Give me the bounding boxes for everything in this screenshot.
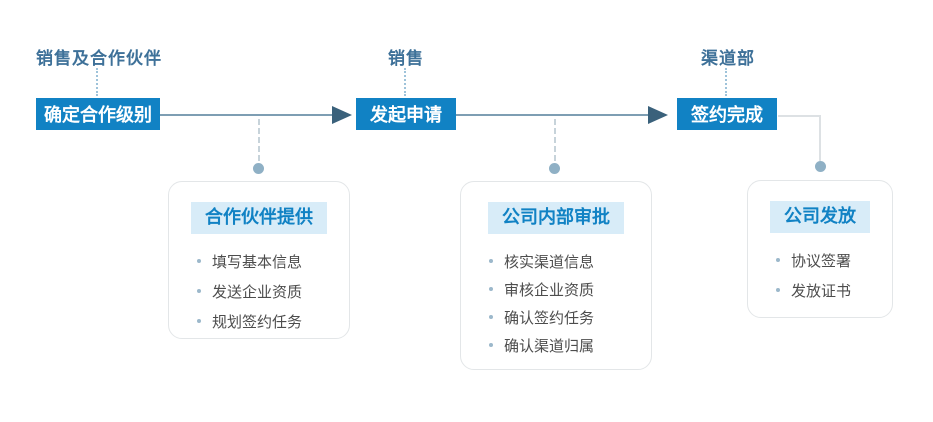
elbow-connector-vertical xyxy=(819,115,821,161)
flow-arrow-line xyxy=(456,114,648,116)
card-bullet-text: 核实渠道信息 xyxy=(504,252,595,271)
card-bullet-item: 发放证书 xyxy=(776,280,851,300)
card-bullet-item: 确认渠道归属 xyxy=(489,335,594,355)
bullet-dot-icon xyxy=(197,259,201,263)
card-title: 公司发放 xyxy=(770,201,870,233)
card-bullet-list: 协议签署 发放证书 xyxy=(776,250,851,310)
bullet-dot-icon xyxy=(197,289,201,293)
card-bullet-text: 发放证书 xyxy=(791,281,852,300)
detail-card-internal-approval: 公司内部审批 核实渠道信息 审核企业资质 确认签约任务 确认渠道归属 xyxy=(460,181,652,370)
connector-dot-icon xyxy=(549,163,560,174)
bullet-dot-icon xyxy=(776,258,780,262)
card-bullet-list: 填写基本信息 发送企业资质 规划签约任务 xyxy=(197,251,302,341)
bullet-dot-icon xyxy=(489,343,493,347)
bullet-dot-icon xyxy=(776,288,780,292)
elbow-connector-horizontal xyxy=(778,115,821,117)
card-bullet-item: 确认签约任务 xyxy=(489,307,594,327)
card-bullet-text: 确认签约任务 xyxy=(504,308,595,327)
actor-label-sales: 销售 xyxy=(388,49,424,69)
step-box-signing-complete: 签约完成 xyxy=(677,98,777,130)
step-box-determine-cooperation-level: 确定合作级别 xyxy=(36,98,160,130)
card-bullet-item: 发送企业资质 xyxy=(197,281,302,301)
card-dashed-connector xyxy=(554,119,556,161)
actor-label-sales-and-partner: 销售及合作伙伴 xyxy=(36,49,162,69)
detail-card-company-issues: 公司发放 协议签署 发放证书 xyxy=(747,180,893,318)
card-dashed-connector xyxy=(258,119,260,161)
card-bullet-text: 协议签署 xyxy=(791,251,852,270)
card-bullet-text: 填写基本信息 xyxy=(212,252,303,271)
flow-arrow-line xyxy=(160,114,332,116)
connector-dot-icon xyxy=(253,163,264,174)
card-bullet-item: 核实渠道信息 xyxy=(489,251,594,271)
card-bullet-item: 协议签署 xyxy=(776,250,851,270)
card-title: 公司内部审批 xyxy=(488,202,624,234)
step-box-initiate-application: 发起申请 xyxy=(356,98,456,130)
actor-step-dotted-connector xyxy=(96,68,98,96)
card-bullet-item: 审核企业资质 xyxy=(489,279,594,299)
card-bullet-item: 填写基本信息 xyxy=(197,251,302,271)
card-bullet-text: 规划签约任务 xyxy=(212,312,303,331)
bullet-dot-icon xyxy=(489,259,493,263)
actor-step-dotted-connector xyxy=(725,68,727,96)
card-bullet-text: 发送企业资质 xyxy=(212,282,303,301)
card-title: 合作伙伴提供 xyxy=(191,202,327,234)
actor-label-channel-dept: 渠道部 xyxy=(701,49,755,69)
arrow-head-icon xyxy=(648,106,668,124)
detail-card-partner-provides: 合作伙伴提供 填写基本信息 发送企业资质 规划签约任务 xyxy=(168,181,350,339)
card-bullet-text: 确认渠道归属 xyxy=(504,336,595,355)
bullet-dot-icon xyxy=(197,319,201,323)
arrow-head-icon xyxy=(332,106,352,124)
card-bullet-list: 核实渠道信息 审核企业资质 确认签约任务 确认渠道归属 xyxy=(489,251,594,363)
card-bullet-item: 规划签约任务 xyxy=(197,311,302,331)
bullet-dot-icon xyxy=(489,315,493,319)
actor-step-dotted-connector xyxy=(404,68,406,96)
bullet-dot-icon xyxy=(489,287,493,291)
connector-dot-icon xyxy=(815,161,826,172)
card-bullet-text: 审核企业资质 xyxy=(504,280,595,299)
